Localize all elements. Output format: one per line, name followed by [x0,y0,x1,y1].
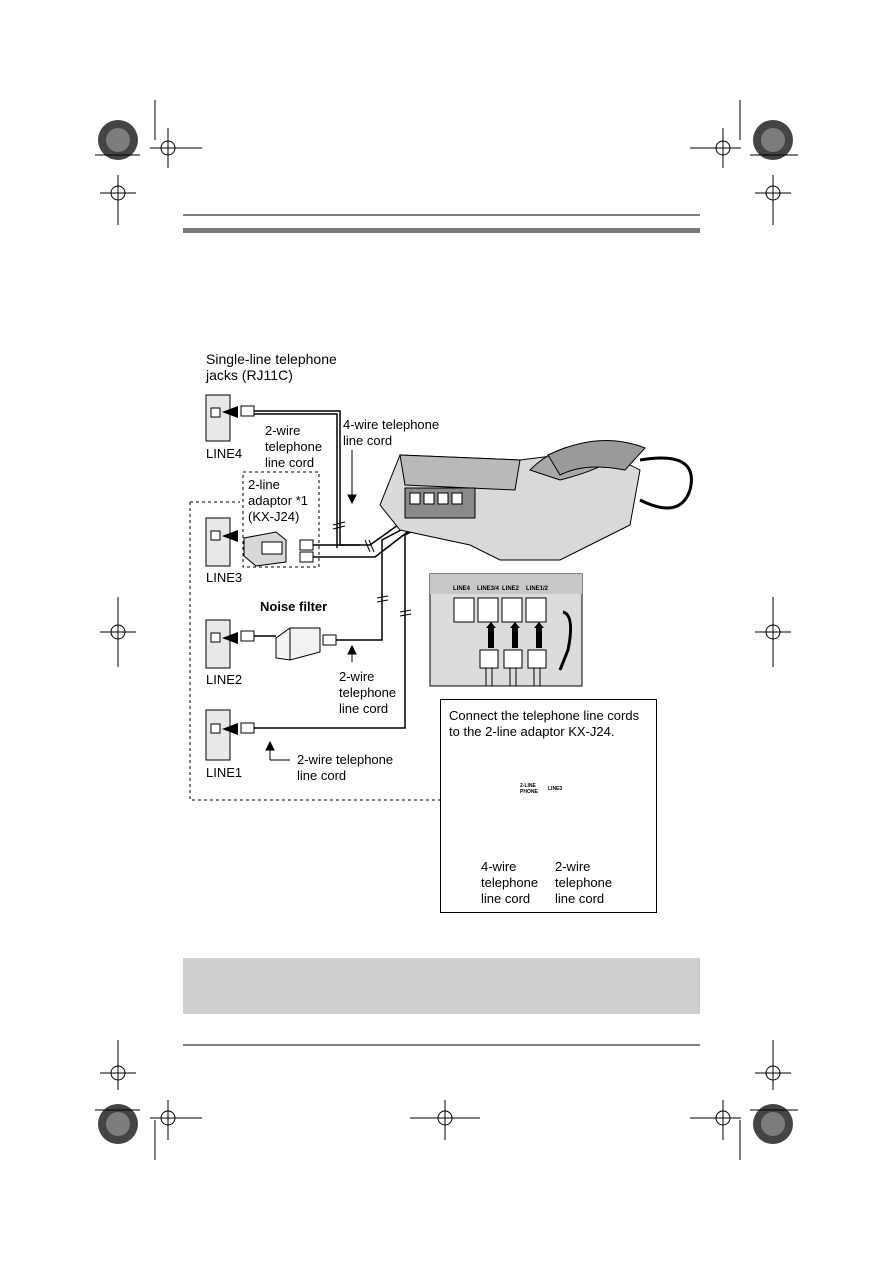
label-line1: LINE1 [206,765,243,780]
unit-jack-label: LINE1/2 [526,586,549,592]
crosshair-target [410,1100,480,1140]
adaptor-instruction-callout [440,699,657,913]
label-line3: LINE3 [206,570,243,585]
adaptor-port-label: 2-LINE PHONE [520,783,538,795]
adaptor-label: 2-line adaptor *1 (KX-J24) [248,477,308,524]
wall-jack-line1 [205,709,231,761]
registration-burst-top-right [753,120,793,160]
crosshair-target [100,1040,136,1090]
cord-label-line1: 2-wire telephone line cord [297,752,394,783]
unit-jack-label: LINE2 [502,586,520,592]
label-line2: LINE2 [206,672,243,687]
registration-burst-bottom-left [98,1104,138,1144]
crosshair-target [755,1040,791,1090]
crosshair-target [100,175,136,225]
crosshair-target [755,597,791,667]
wall-jack-line3 [205,517,231,567]
registration-burst-bottom-right [753,1104,793,1144]
jacks-heading: Single-line telephone jacks (RJ11C) [206,351,337,383]
wall-jack-line4 [205,394,231,442]
adaptor-dashed-box [242,471,320,568]
cord-label-four-wire: 4-wire telephone line cord [343,417,440,448]
crosshair-target [690,128,741,168]
noise-filter-box [275,627,321,661]
inset-instruction: Connect the telephone line cords to the … [449,708,640,739]
crosshair-target [755,175,791,225]
dashed-enclosure [189,501,440,801]
cord-label-line4: 2-wire telephone line cord [265,423,323,470]
unit-jack-label: LINE4 [453,586,471,592]
unit-jacks-closeup [429,573,583,687]
cord-label-line2: 2-wire telephone line cord [339,669,397,716]
two-line-adaptor [243,531,287,567]
wall-jack-line2 [205,619,231,669]
crosshair-target [150,128,202,168]
registration-burst-top-left [98,120,138,160]
inset-cord-right: 2-wire telephone line cord [555,859,613,906]
header-rule-thick [183,228,700,233]
label-line4: LINE4 [206,446,243,461]
inset-cord-left: 4-wire telephone line cord [481,859,539,906]
note-bar [183,958,700,1014]
crosshair-target [150,1100,202,1140]
unit-jack-label: LINE3/4 [477,586,500,592]
crosshair-target [690,1100,741,1140]
telephone-base-unit [379,440,693,561]
crosshair-target [100,597,136,667]
noise-filter-label: Noise filter [260,599,328,614]
adaptor-port-label: LINE3 [548,786,563,792]
